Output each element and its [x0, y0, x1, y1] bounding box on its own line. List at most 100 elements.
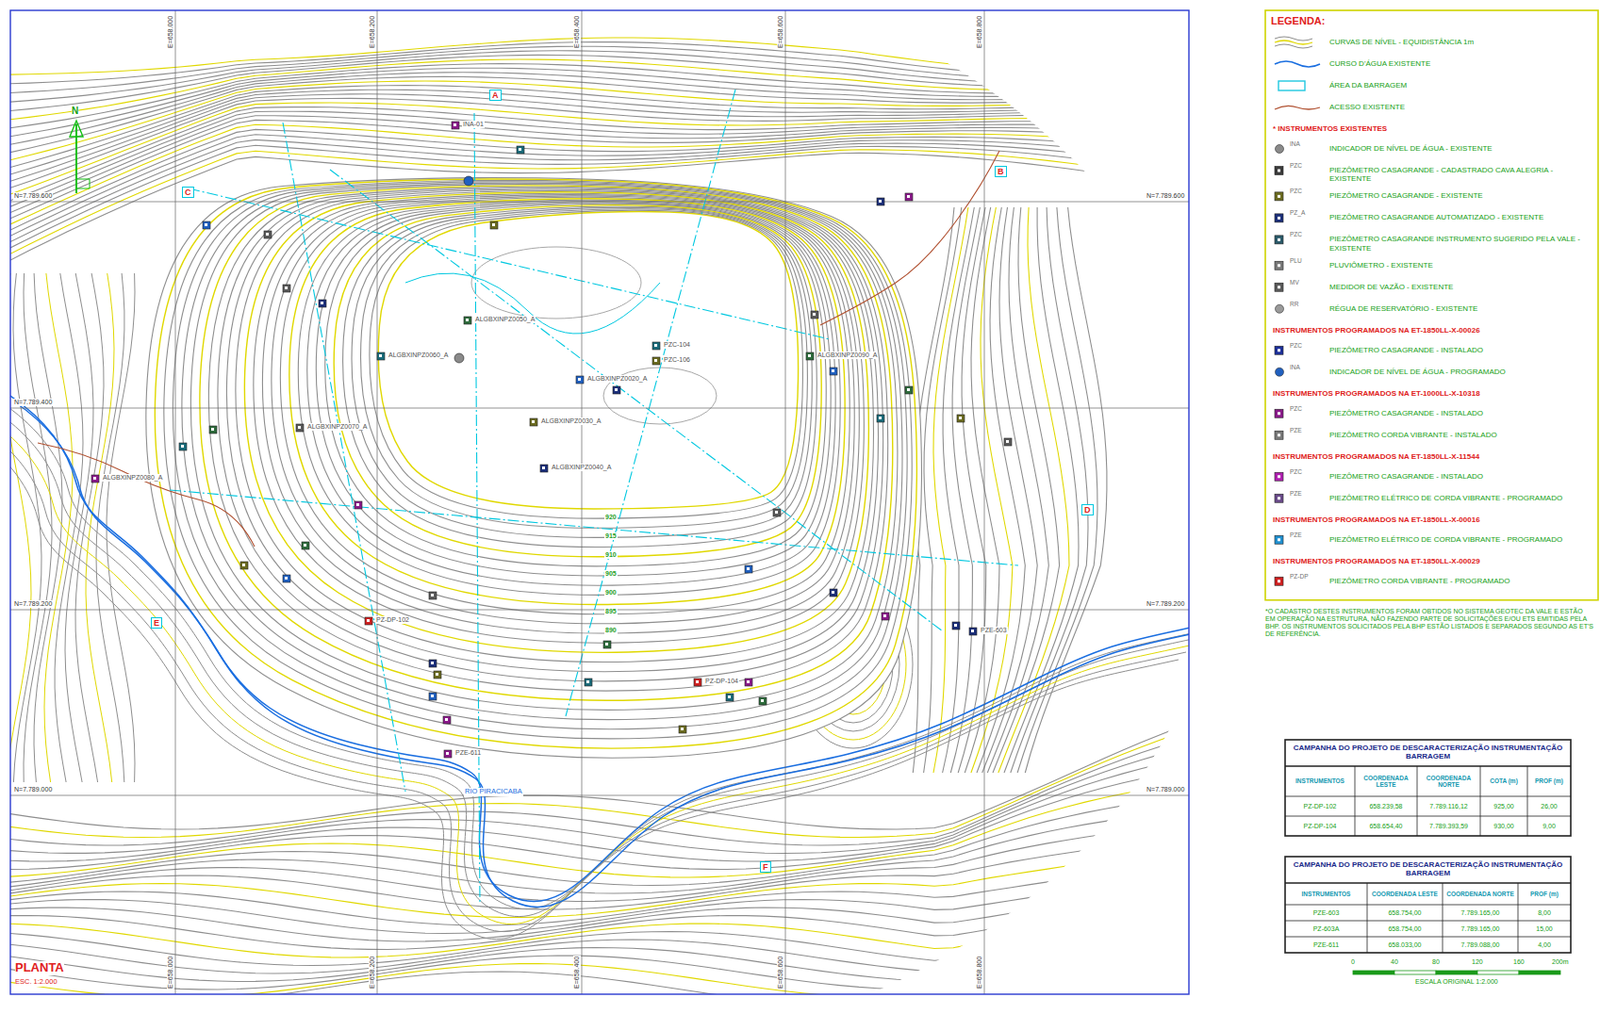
- instrument-symbol: [680, 727, 684, 731]
- instrument-symbol: [907, 388, 910, 392]
- grid-line: [10, 201, 1189, 203]
- table-frame: [1285, 857, 1571, 954]
- instrument-symbol: [265, 232, 269, 236]
- legend-text: CURSO D'ÁGUA EXISTENTE: [1329, 59, 1592, 68]
- grid-label: E=658.000: [166, 15, 175, 50]
- instrument-symbol: [808, 354, 811, 358]
- table-cell: 7.789.165,00: [1442, 921, 1518, 938]
- legend-text: PIEZÔMETRO ELÉTRICO DE CORDA VIBRANTE - …: [1329, 535, 1592, 545]
- legend-text: MEDIDOR DE VAZÃO - EXISTENTE: [1329, 282, 1592, 292]
- elevation-label: 910: [604, 551, 618, 560]
- legend-text: ÁREA DA BARRAGEM: [1329, 81, 1592, 90]
- legend-sample: [1274, 40, 1313, 45]
- table-cell: COORDENADA LESTE: [1354, 766, 1418, 797]
- table-cell: COORDENADA NORTE: [1417, 766, 1481, 797]
- instrument-label: ALGBXINPZ0020_A: [586, 375, 648, 383]
- section-line: [329, 169, 943, 632]
- scale-bar: [1394, 971, 1436, 975]
- legend-text: ACESSO EXISTENTE: [1329, 102, 1592, 112]
- contour-line: [106, 273, 135, 783]
- instrument-symbol: [812, 313, 816, 316]
- instrument-symbol: [204, 223, 208, 227]
- contour-line: [10, 768, 1189, 871]
- instrument-symbol: [356, 503, 360, 507]
- contour-line: [10, 426, 1187, 933]
- table-rule: [1285, 905, 1571, 907]
- instrument-symbol: [678, 725, 687, 734]
- table-cell: 7.789.116,12: [1417, 796, 1481, 817]
- instrument-symbol: [320, 301, 324, 305]
- instrument-symbol: [775, 511, 778, 514]
- contour-line: [957, 207, 987, 774]
- grid-line: [785, 10, 787, 995]
- legend-sample: [1274, 261, 1284, 270]
- contour-line: [10, 830, 1189, 910]
- legend-sample: [1277, 285, 1281, 289]
- table-cell: 930,00: [1480, 816, 1528, 837]
- instrument-symbol: [531, 420, 535, 424]
- table-cell: CAMPANHA DO PROJETO DE DESCARACTERIZAÇÃO…: [1285, 740, 1571, 767]
- instrument-label: ALGBXINPZ0080_A: [101, 474, 164, 482]
- instrument-symbol: [516, 146, 525, 154]
- instrument-symbol: [652, 342, 660, 350]
- table-frame: [1285, 740, 1571, 837]
- river-name: RIO PIRACICABA: [463, 788, 524, 797]
- legend-heading: INSTRUMENTOS PROGRAMADOS NA ET-1000LL-X-…: [1272, 389, 1589, 398]
- contour-line: [10, 54, 1189, 111]
- scale-tick-label: 40: [1390, 958, 1399, 967]
- legend-heading: INSTRUMENTOS PROGRAMADOS NA ET-1850LL-X-…: [1272, 326, 1589, 335]
- table-rule: [1442, 883, 1444, 954]
- bench-contour: [235, 190, 875, 662]
- contour-line: [982, 207, 1039, 774]
- table-cell: COORDENADA NORTE: [1442, 883, 1518, 906]
- bench-contour: [315, 202, 831, 577]
- bench-contour: [154, 179, 917, 749]
- table-cell: PROF (m): [1527, 766, 1571, 797]
- bench-contour: [343, 206, 818, 548]
- elevation-label: 900: [604, 589, 618, 597]
- grid-line: [10, 795, 1189, 797]
- plan-title: PLANTA: [15, 961, 65, 976]
- instrument-symbol: [430, 694, 434, 698]
- contour-line: [10, 756, 1189, 862]
- legend-sample: [1274, 235, 1284, 245]
- grid-label: E=658.200: [368, 956, 377, 990]
- legend-text: PIEZÔMETRO CASAGRANDE - INSTALADO: [1329, 409, 1592, 418]
- legend-sample: [1274, 214, 1284, 223]
- legend-text: PIEZÔMETRO CASAGRANDE - CADASTRADO CAVA …: [1329, 165, 1592, 183]
- bench-contour: [333, 205, 822, 558]
- grid-label: N=7.789.600: [1145, 192, 1186, 200]
- contour-line: [10, 819, 1189, 902]
- bench-contour: [226, 189, 878, 673]
- legend-text: PIEZÔMETRO CASAGRANDE - INSTALADO: [1329, 472, 1592, 481]
- legend-sample: [1277, 538, 1281, 542]
- scale-caption: ESCALA ORIGINAL 1:2.000: [1415, 978, 1499, 987]
- table-cell: 9,00: [1527, 816, 1571, 837]
- table-cell: INSTRUMENTOS: [1285, 883, 1368, 906]
- elevation-label: 920: [604, 513, 618, 522]
- instrument-symbol: [577, 378, 581, 381]
- river: [10, 395, 1189, 903]
- table-cell: COTA (m): [1480, 766, 1528, 797]
- table-cell: 15,00: [1517, 921, 1571, 938]
- symbol-code: PZ-DP: [1289, 573, 1309, 580]
- legend-frame: [1265, 10, 1599, 601]
- instrument-symbol: [542, 466, 545, 470]
- bench-contour: [325, 203, 827, 567]
- legend-text: PIEZÔMETRO ELÉTRICO DE CORDA VIBRANTE - …: [1329, 494, 1592, 503]
- legend-heading: INSTRUMENTOS PROGRAMADOS NA ET-1850LL-X-…: [1272, 452, 1589, 462]
- bench-contour: [289, 198, 845, 606]
- bench-contour: [190, 183, 898, 710]
- legend-sample: [1277, 195, 1281, 198]
- table-cell: PZE-603: [1285, 905, 1368, 922]
- section-marker: B: [994, 165, 1007, 178]
- instrument-symbol: [958, 416, 962, 420]
- contour-line: [10, 849, 1189, 926]
- instrument-symbol: [883, 614, 887, 618]
- contour-line: [1010, 207, 1089, 774]
- contour-line: [44, 273, 73, 783]
- grid-label: E=658.000: [166, 956, 175, 990]
- grid-line: [377, 10, 379, 995]
- bench-contour: [271, 196, 855, 625]
